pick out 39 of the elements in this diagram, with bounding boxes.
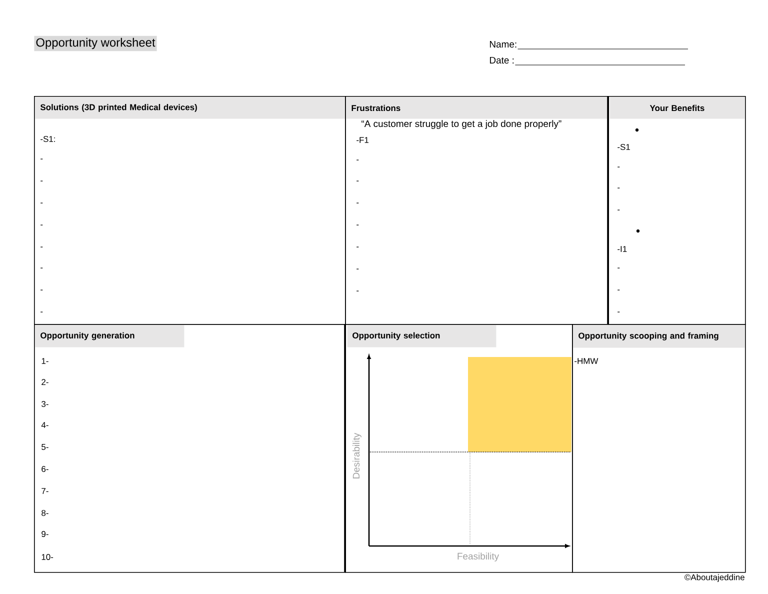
axis-label: Feasibility	[458, 552, 500, 562]
title: Opportunity worksheet	[34, 36, 157, 52]
list-item: -	[356, 202, 359, 204]
axis-label: Desirability	[352, 432, 362, 478]
field-label: Date :	[490, 56, 514, 64]
list-item: 1-	[42, 358, 48, 364]
list-item: -I1	[618, 246, 627, 252]
panel-heading: Your Benefits	[610, 97, 745, 119]
panel-heading: Opportunity selection	[347, 325, 496, 348]
list-item: -	[356, 224, 359, 226]
list-item: -HMW	[574, 358, 598, 364]
field-label: Name:	[490, 40, 516, 48]
list-item: -F1	[356, 137, 368, 143]
list-item: 2-	[42, 379, 48, 385]
list-item: 7-	[42, 488, 48, 494]
list-item: -	[356, 246, 359, 248]
list-item: 4-	[41, 422, 48, 428]
list-item: -S1:	[40, 136, 55, 142]
list-item: 10-	[42, 554, 54, 560]
list-item: 9-	[42, 531, 48, 537]
panel-heading: Opportunity scooping and framing	[573, 325, 745, 348]
list-item: 6-	[42, 466, 48, 472]
list-item: -	[40, 158, 43, 160]
list-item: -	[356, 180, 359, 182]
list-item: -	[40, 180, 43, 182]
list-item: -	[356, 268, 359, 270]
quote-text: “A customer struggle to get a job done properly”	[362, 120, 562, 129]
list-item: 8-	[42, 510, 48, 516]
list-item: 5-	[42, 444, 48, 450]
panel-heading: Solutions (3D printed Medical devices)	[35, 97, 346, 119]
list-item: -	[356, 290, 359, 292]
list-item: -	[40, 202, 43, 204]
panel-heading: Frustrations	[346, 97, 608, 119]
list-item: -	[618, 166, 620, 168]
list-item: -	[40, 246, 43, 248]
list-item: 3-	[42, 401, 48, 407]
panel-heading: Opportunity generation	[35, 325, 184, 348]
list-item: -	[40, 224, 43, 226]
list-item: -S1	[618, 144, 630, 150]
